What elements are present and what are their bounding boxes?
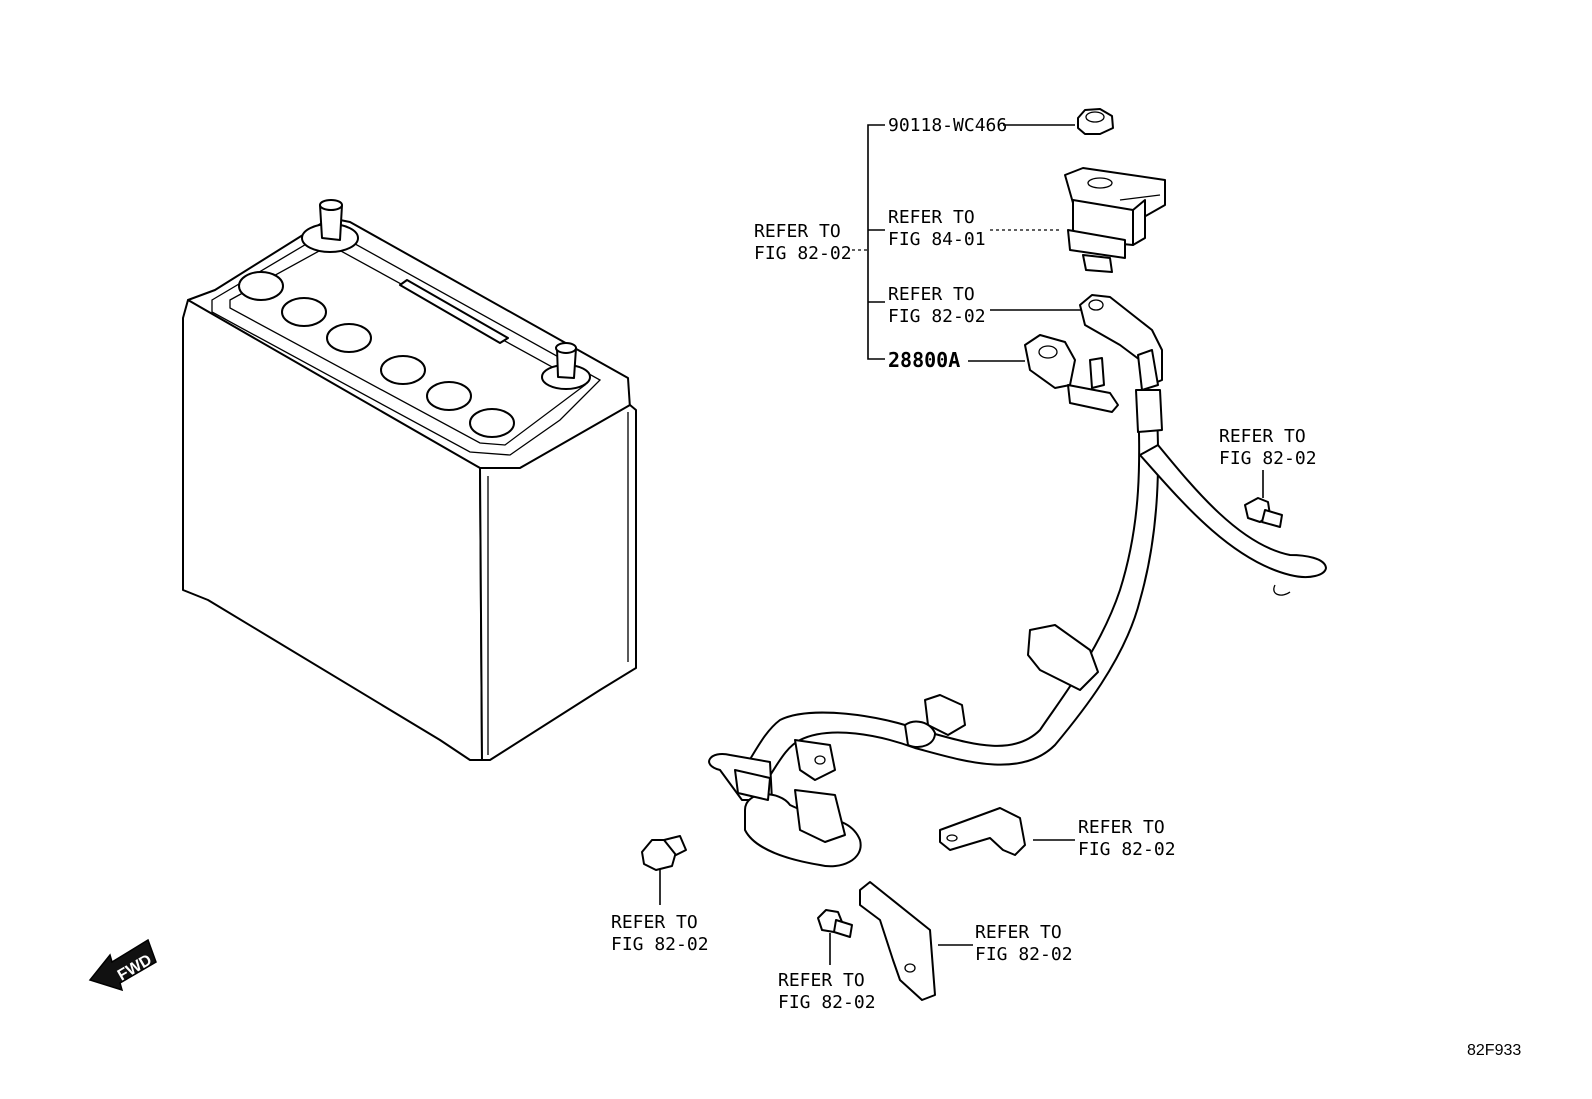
bottom-bracket-refer-line2: FIG 82-02 [975, 944, 1073, 965]
group-refer-line1: REFER TO [754, 221, 841, 242]
terminal-bracket [1079, 294, 1163, 391]
battery-cable-harness [708, 389, 1327, 868]
bottom-bracket-refer-line1: REFER TO [975, 922, 1062, 943]
bracket-right-refer-line2: FIG 82-02 [1078, 839, 1176, 860]
hex-nut [1077, 108, 1114, 135]
group-refer-line2: FIG 82-02 [754, 243, 852, 264]
negative-terminal-post [301, 199, 359, 253]
cell-cap-5 [426, 381, 472, 411]
callout-leaders [659, 124, 1264, 965]
left-bolt-refer-line1: REFER TO [611, 912, 698, 933]
cell-cap-2 [281, 297, 327, 327]
terminal-refer-line2: FIG 82-02 [888, 306, 986, 327]
relay-refer-line2: FIG 84-01 [888, 229, 986, 250]
cell-cap-3 [326, 323, 372, 353]
bracket-right-refer-line1: REFER TO [1078, 817, 1165, 838]
fwd-arrow-icon: FWD [88, 938, 157, 992]
small-bracket-right [939, 807, 1026, 856]
cell-cap-6 [469, 408, 515, 438]
bottom-bolt-refer-line2: FIG 82-02 [778, 992, 876, 1013]
flange-bolt-left [641, 835, 687, 871]
battery-terminal-clamp [1024, 334, 1119, 413]
positive-terminal-post [541, 342, 591, 390]
flange-bolt-bottom [817, 909, 853, 938]
cell-cap-4 [380, 355, 426, 385]
bottom-bolt-refer-line1: REFER TO [778, 970, 865, 991]
right-bolt-refer-line2: FIG 82-02 [1219, 448, 1317, 469]
callout-labels: 90118-WC466 REFER TO FIG 82-02 REFER TO … [611, 115, 1317, 1013]
cell-cap-1 [238, 271, 284, 301]
relay-refer-line1: REFER TO [888, 207, 975, 228]
terminal-refer-line1: REFER TO [888, 284, 975, 305]
bottom-bracket [859, 881, 936, 1001]
right-bolt-refer-line1: REFER TO [1219, 426, 1306, 447]
fusible-link-block [1064, 167, 1166, 273]
nut-part-number-label: 90118-WC466 [888, 115, 1007, 136]
left-bolt-refer-line2: FIG 82-02 [611, 934, 709, 955]
cable-part-number-label: 28800A [888, 348, 960, 372]
right-bolt [1244, 497, 1283, 528]
battery [182, 199, 637, 761]
figure-code: 82F933 [1467, 1042, 1521, 1059]
